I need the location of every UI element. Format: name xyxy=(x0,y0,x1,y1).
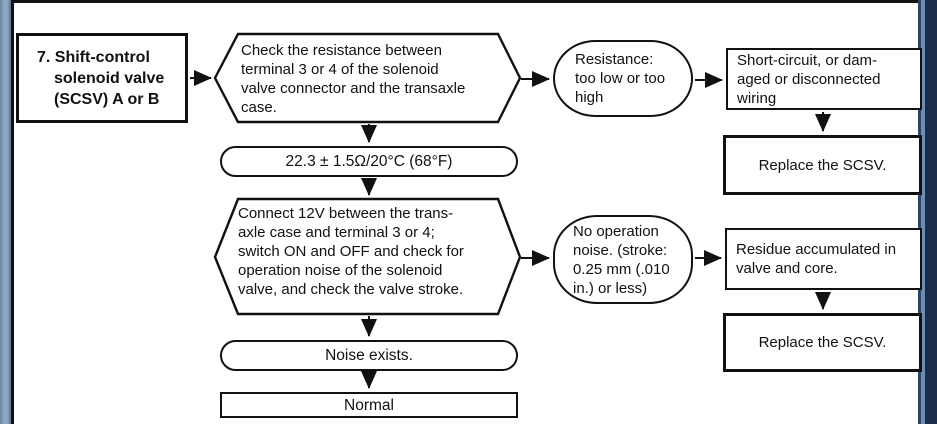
cause-wiring-label: Short-circuit, or dam- aged or disconnec… xyxy=(737,51,881,107)
page-right-border xyxy=(918,0,937,424)
page-top-border xyxy=(11,0,937,3)
page-left-binding-bar xyxy=(0,0,11,424)
cause-wiring-node: Short-circuit, or dam- aged or disconnec… xyxy=(726,48,922,110)
replace-scsv-node-1: Replace the SCSV. xyxy=(723,135,922,195)
start-node-label: 7. Shift-control solenoid valve (SCSV) A… xyxy=(37,48,165,108)
connect-12v-label: Connect 12V between the trans- axle case… xyxy=(238,205,464,298)
replace-scsv-node-2: Replace the SCSV. xyxy=(723,313,922,372)
noise-exists-label: Noise exists. xyxy=(325,347,413,364)
check-resistance-hexagon xyxy=(213,32,522,124)
start-node-scsv: 7. Shift-control solenoid valve (SCSV) A… xyxy=(16,33,188,123)
noise-exists-node: Noise exists. xyxy=(220,340,518,371)
resistance-result-oval: Resistance: too low or too high xyxy=(553,40,693,117)
no-operation-noise-label: No operation noise. (stroke: 0.25 mm (.0… xyxy=(573,222,670,297)
resistance-spec-node: 22.3 ± 1.5Ω/20°C (68°F) xyxy=(220,146,518,177)
normal-label: Normal xyxy=(344,396,394,414)
connect-12v-hexagon xyxy=(213,197,522,316)
normal-node: Normal xyxy=(220,392,518,418)
check-resistance-label: Check the resistance between terminal 3 … xyxy=(241,42,466,116)
page-left-border-line xyxy=(11,0,14,424)
resistance-spec-label: 22.3 ± 1.5Ω/20°C (68°F) xyxy=(285,153,453,170)
cause-residue-node: Residue accumulated in valve and core. xyxy=(725,228,922,290)
replace-scsv-label-1: Replace the SCSV. xyxy=(758,156,887,174)
cause-residue-label: Residue accumulated in valve and core. xyxy=(736,241,897,277)
no-operation-noise-oval: No operation noise. (stroke: 0.25 mm (.0… xyxy=(553,215,693,304)
replace-scsv-label-2: Replace the SCSV. xyxy=(758,334,887,351)
resistance-result-label: Resistance: too low or too high xyxy=(575,51,666,106)
